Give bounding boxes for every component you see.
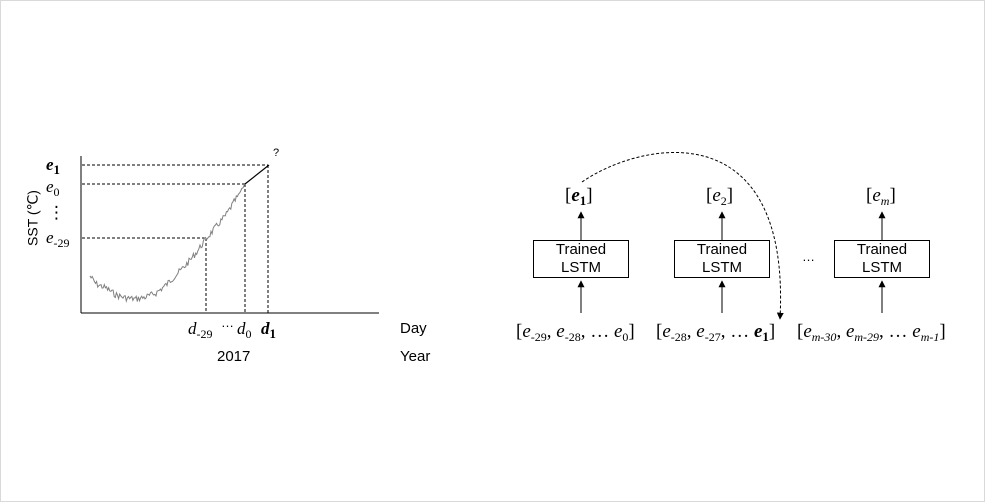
input-sequence-3: [em-30, em-29, … em-1] bbox=[797, 321, 946, 344]
x-label-d0: d0 bbox=[237, 319, 252, 341]
lstm-box-3: Trained LSTM bbox=[834, 240, 930, 278]
x-label-mid-dots: … bbox=[221, 315, 234, 330]
lstm-box-line2: LSTM bbox=[701, 259, 742, 276]
input-sequence-2: [e-28, e-27, … e1] bbox=[656, 321, 776, 344]
lstm-box-line1: Trained bbox=[696, 241, 748, 258]
lstm-box-line1: Trained bbox=[856, 241, 908, 258]
output-e1: [e1] bbox=[565, 185, 593, 208]
x-label-d-minus-29: d-29 bbox=[188, 319, 213, 341]
input-sequence-1: [e-29, e-28, … e0] bbox=[516, 321, 635, 344]
y-label-e1: e1 bbox=[46, 155, 61, 177]
lstm-box-1: Trained LSTM bbox=[533, 240, 629, 278]
x-label-d1: d1 bbox=[261, 319, 276, 341]
output-em: [em] bbox=[866, 185, 896, 208]
y-label-e-minus-29: e-29 bbox=[46, 228, 70, 250]
sst-series-line bbox=[89, 183, 246, 304]
year-axis-label: Year bbox=[400, 348, 431, 365]
forecast-segment bbox=[244, 164, 270, 185]
lstm-box-line1: Trained bbox=[555, 241, 607, 258]
y-label-e0: e0 bbox=[46, 177, 60, 199]
lstm-box-2: Trained LSTM bbox=[674, 240, 770, 278]
y-label-vertical-dots: ⋮ bbox=[48, 203, 65, 222]
y-axis-title: SST (℃) bbox=[24, 190, 41, 246]
year-value: 2017 bbox=[217, 348, 251, 365]
between-boxes-dots: … bbox=[802, 249, 815, 264]
feedback-dashed-arrow bbox=[581, 151, 784, 320]
lstm-box-line2: LSTM bbox=[560, 259, 601, 276]
output-e2: [e2] bbox=[706, 185, 734, 208]
lstm-box-line2: LSTM bbox=[861, 259, 902, 276]
question-mark: ? bbox=[273, 147, 280, 159]
day-axis-label: Day bbox=[400, 320, 427, 337]
